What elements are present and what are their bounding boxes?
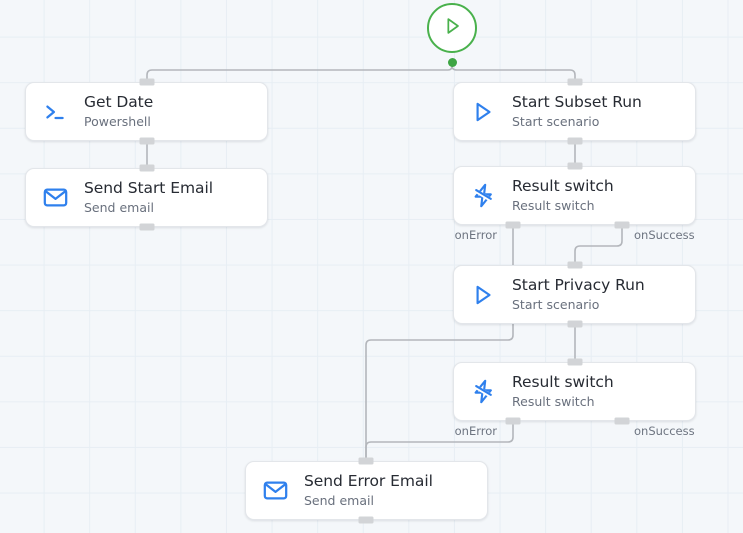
- play-triangle-icon: [468, 280, 498, 310]
- port-start-subset-run-input[interactable]: [567, 78, 583, 86]
- node-title: Get Date: [84, 93, 154, 112]
- node-subtitle: Result switch: [512, 393, 595, 409]
- node-subtitle: Send email: [304, 492, 374, 508]
- port-result-switch-1-onsuccess[interactable]: [614, 221, 630, 229]
- port-result-switch-1-onerror[interactable]: [505, 221, 521, 229]
- lightning-bolt-icon: [468, 377, 498, 407]
- edge-label-onerror: onError: [454, 424, 497, 438]
- node-title: Send Start Email: [84, 179, 213, 198]
- node-title: Result switch: [512, 373, 614, 392]
- port-start-privacy-run-input[interactable]: [567, 261, 583, 269]
- node-get-date[interactable]: Get Date Powershell: [25, 82, 268, 141]
- port-send-start-email-output[interactable]: [139, 223, 155, 231]
- edge-label-onsuccess: onSuccess: [634, 424, 695, 438]
- port-result-switch-2-input[interactable]: [567, 358, 583, 366]
- play-triangle-icon: [441, 15, 463, 41]
- edge-result-switch-1-onsuccess-to-start-privacy-run: [574, 224, 623, 266]
- node-subtitle: Result switch: [512, 197, 595, 213]
- node-start-privacy-run[interactable]: Start Privacy Run Start scenario: [453, 265, 696, 324]
- edge-start-to-get-date: [146, 61, 453, 83]
- port-send-error-email-output[interactable]: [358, 516, 374, 524]
- port-get-date-input[interactable]: [139, 78, 155, 86]
- node-title: Result switch: [512, 177, 614, 196]
- node-title: Start Subset Run: [512, 93, 642, 112]
- node-subtitle: Powershell: [84, 113, 151, 129]
- node-title: Start Privacy Run: [512, 276, 645, 295]
- node-title: Send Error Email: [304, 472, 433, 491]
- start-output-port[interactable]: [448, 58, 457, 67]
- edge-start-to-start-subset-run: [451, 61, 576, 83]
- port-result-switch-1-input[interactable]: [567, 162, 583, 170]
- port-result-switch-2-onsuccess[interactable]: [614, 417, 630, 425]
- lightning-bolt-icon: [468, 181, 498, 211]
- edge-label-onsuccess: onSuccess: [634, 228, 695, 242]
- node-send-start-email[interactable]: Send Start Email Send email: [25, 168, 268, 227]
- port-start-privacy-run-output[interactable]: [567, 320, 583, 328]
- start-trigger-node[interactable]: [427, 3, 477, 53]
- node-start-subset-run[interactable]: Start Subset Run Start scenario: [453, 82, 696, 141]
- node-subtitle: Send email: [84, 199, 154, 215]
- port-send-error-email-input[interactable]: [358, 457, 374, 465]
- node-send-error-email[interactable]: Send Error Email Send email: [245, 461, 488, 520]
- envelope-icon: [260, 476, 290, 506]
- envelope-icon: [40, 183, 70, 213]
- node-result-switch-1[interactable]: Result switch Result switch: [453, 166, 696, 225]
- edge-label-onerror: onError: [454, 228, 497, 242]
- node-result-switch-2[interactable]: Result switch Result switch: [453, 362, 696, 421]
- port-send-start-email-input[interactable]: [139, 164, 155, 172]
- port-start-subset-run-output[interactable]: [567, 137, 583, 145]
- play-triangle-icon: [468, 97, 498, 127]
- powershell-prompt-icon: [40, 97, 70, 127]
- port-result-switch-2-onerror[interactable]: [505, 417, 521, 425]
- node-subtitle: Start scenario: [512, 113, 600, 129]
- port-get-date-output[interactable]: [139, 137, 155, 145]
- node-subtitle: Start scenario: [512, 296, 600, 312]
